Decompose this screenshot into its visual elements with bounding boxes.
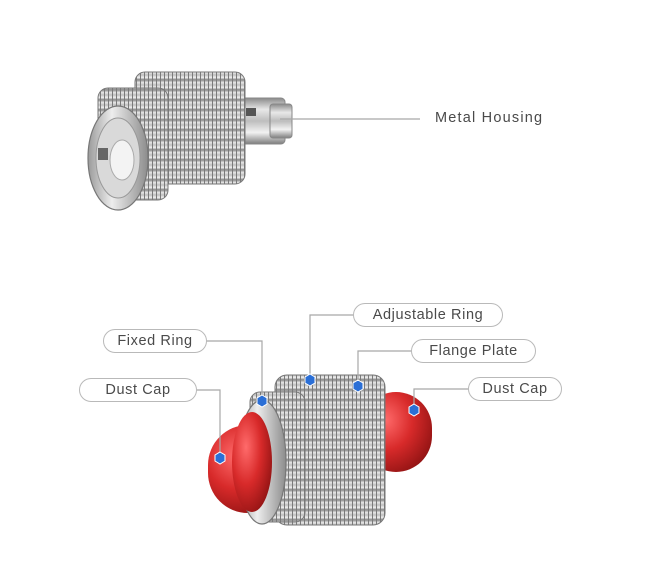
fixed-ring-label: Fixed Ring — [103, 329, 207, 353]
dust-cap-left-label: Dust Cap — [79, 378, 197, 402]
marker-dots — [214, 373, 420, 465]
metal-housing-label: Metal Housing — [435, 110, 544, 126]
bottom-leader-lines — [197, 314, 469, 458]
adjustable-ring-label: Adjustable Ring — [353, 303, 503, 327]
adapter-with-dust-caps — [208, 374, 432, 526]
metal-housing-connector — [87, 71, 293, 211]
flange-plate-label: Flange Plate — [411, 339, 536, 363]
dust-cap-right-label: Dust Cap — [468, 377, 562, 401]
